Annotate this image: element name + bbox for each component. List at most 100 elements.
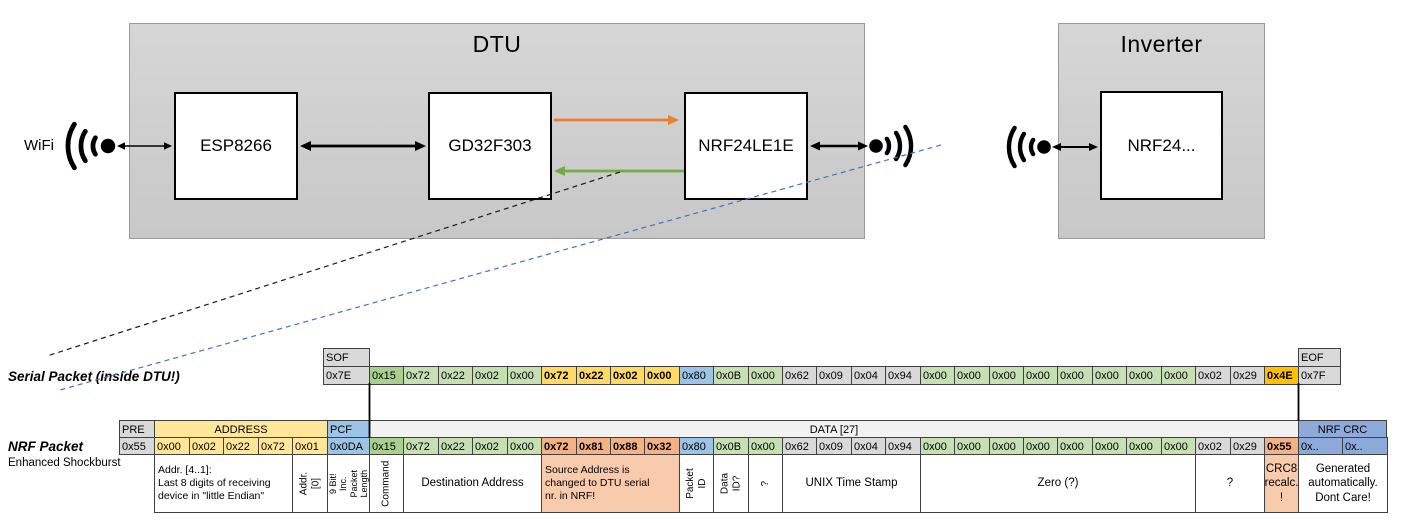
annotation-cell: Generated automatically. Dont Care! (1298, 454, 1388, 513)
nrf-byte-cell: 0x94 (885, 437, 921, 455)
nrf-crc-cell: 0x.. (1342, 437, 1388, 455)
nrf-byte-cell: 0x00 (507, 437, 542, 455)
nrf-byte-cell: 0x00 (989, 437, 1024, 455)
serial-byte-cell: 0x02 (472, 366, 508, 385)
annotation-cell: Destination Address (403, 454, 542, 513)
serial-byte-cell: 0x0B (713, 366, 749, 385)
serial-eof-value: 0x7F (1298, 366, 1341, 385)
nrf-byte-cell: 0x81 (576, 437, 611, 455)
nrf-byte-cell: 0x04 (851, 437, 886, 455)
component-gd32f303: GD32F303 (428, 92, 552, 200)
serial-byte-cell: 0x00 (920, 366, 955, 385)
serial-byte-cell: 0x04 (851, 366, 886, 385)
nrf-byte-cell: 0x00 (1126, 437, 1162, 455)
serial-byte-cell: 0x00 (1023, 366, 1058, 385)
serial-byte-cell: 0x94 (885, 366, 921, 385)
nrf-pre-header: PRE (119, 420, 155, 438)
serial-byte-cell: 0x72 (403, 366, 439, 385)
serial-byte-cell: 0x80 (679, 366, 714, 385)
nrf-byte-cell: 0x72 (403, 437, 439, 455)
serial-byte-cell: 0x62 (782, 366, 817, 385)
rotated-label: ? (759, 480, 771, 487)
wifi-icon-dtu-left (65, 121, 116, 171)
serial-byte-cell: 0x00 (989, 366, 1024, 385)
nrf-address-cell: 0x01 (292, 437, 328, 455)
nrf-byte-cell: 0x09 (816, 437, 852, 455)
serial-byte-cell: 0x00 (1092, 366, 1127, 385)
component-inverter-nrf24: NRF24... (1100, 91, 1223, 200)
annotation-cell: Packet ID (679, 454, 714, 513)
annotation-cell: Addr.[0] (292, 454, 328, 513)
nrf-byte-cell: 0x72 (541, 437, 577, 455)
nrf-packet-sublabel: Enhanced Shockburst (8, 457, 121, 469)
annotation-cell: Zero (?) (920, 454, 1196, 513)
serial-byte-cell: 0x02 (610, 366, 645, 385)
nrf-byte-cell: 0x0B (713, 437, 749, 455)
nrf-address-cell: 0x02 (189, 437, 224, 455)
serial-packet-label: Serial Packet (inside DTU!) (8, 369, 180, 384)
rotated-label: 9 Bit! Inc. Packet Length (327, 469, 369, 498)
serial-byte-cell: 0x00 (748, 366, 783, 385)
nrf-byte-cell: 0x00 (920, 437, 955, 455)
nrf-pcf-value: 0x0DA (327, 437, 370, 455)
serial-eof-header: EOF (1298, 348, 1341, 367)
rotated-label: Command (380, 460, 392, 507)
nrf-data-header: DATA [27] (369, 420, 1299, 438)
annotation-cell: Addr. [4..1]: Last 8 digits of receiving… (154, 454, 293, 513)
nrf-byte-cell: 0x62 (782, 437, 817, 455)
nrf-byte-cell: 0x00 (1023, 437, 1058, 455)
serial-byte-cell: 0x09 (816, 366, 852, 385)
serial-byte-cell: 0x4E (1264, 366, 1299, 385)
nrf-byte-cell: 0x00 (1057, 437, 1093, 455)
nrf-byte-cell: 0x02 (472, 437, 508, 455)
nrf-byte-cell: 0x00 (1161, 437, 1196, 455)
serial-byte-cell: 0x29 (1230, 366, 1265, 385)
nrf-byte-cell: 0x15 (369, 437, 404, 455)
annotation-cell: 9 Bit! Inc. Packet Length (327, 454, 370, 513)
nrf-byte-cell: 0x32 (644, 437, 680, 455)
annotation-cell: Data ID? (713, 454, 749, 513)
nrf-byte-cell: 0x00 (748, 437, 783, 455)
wifi-icon-dtu-right (869, 124, 914, 168)
nrf-crc-cell: 0x.. (1298, 437, 1343, 455)
nrf-packet-label: NRF Packet (8, 439, 84, 454)
serial-byte-cell: 0x22 (438, 366, 473, 385)
serial-byte-cell: 0x00 (1126, 366, 1162, 385)
component-esp8266: ESP8266 (174, 92, 298, 200)
nrf-pcf-header: PCF (327, 420, 370, 438)
serial-byte-cell: 0x02 (1195, 366, 1231, 385)
nrf-byte-cell: 0x55 (1264, 437, 1299, 455)
nrf-crc-header: NRF CRC (1298, 420, 1387, 438)
nrf-byte-cell: 0x02 (1195, 437, 1231, 455)
wifi-icon-inverter (1006, 125, 1051, 169)
nrf-address-header: ADDRESS (154, 420, 328, 438)
nrf-address-cell: 0x22 (223, 437, 259, 455)
serial-byte-cell: 0x00 (1057, 366, 1093, 385)
serial-byte-cell: 0x15 (369, 366, 404, 385)
serial-sof-header: SOF (323, 348, 370, 367)
nrf-byte-cell: 0x00 (954, 437, 990, 455)
wifi-label: WiFi (24, 137, 54, 154)
nrf-byte-cell: 0x22 (438, 437, 473, 455)
nrf-address-cell: 0x72 (258, 437, 293, 455)
serial-byte-cell: 0x00 (954, 366, 990, 385)
serial-byte-cell: 0x72 (541, 366, 577, 385)
nrf-byte-cell: 0x29 (1230, 437, 1265, 455)
nrf-address-cell: 0x00 (154, 437, 190, 455)
dtu-title: DTU (472, 31, 522, 57)
serial-byte-cell: 0x00 (1161, 366, 1196, 385)
serial-byte-cell: 0x00 (644, 366, 680, 385)
rotated-label: Addr.[0] (298, 471, 322, 496)
annotation-cell: CRC8 recalc. ! (1264, 454, 1299, 513)
serial-byte-cell: 0x00 (507, 366, 542, 385)
serial-sof-value: 0x7E (323, 366, 370, 385)
inverter-title: Inverter (1120, 31, 1203, 57)
serial-byte-cell: 0x22 (576, 366, 611, 385)
annotation-cell: ? (748, 454, 783, 513)
nrf-byte-cell: 0x88 (610, 437, 645, 455)
nrf-byte-cell: 0x80 (679, 437, 714, 455)
annotation-cell: Command (369, 454, 404, 513)
nrf-byte-cell: 0x00 (1092, 437, 1127, 455)
rotated-label: Packet ID (685, 468, 708, 499)
